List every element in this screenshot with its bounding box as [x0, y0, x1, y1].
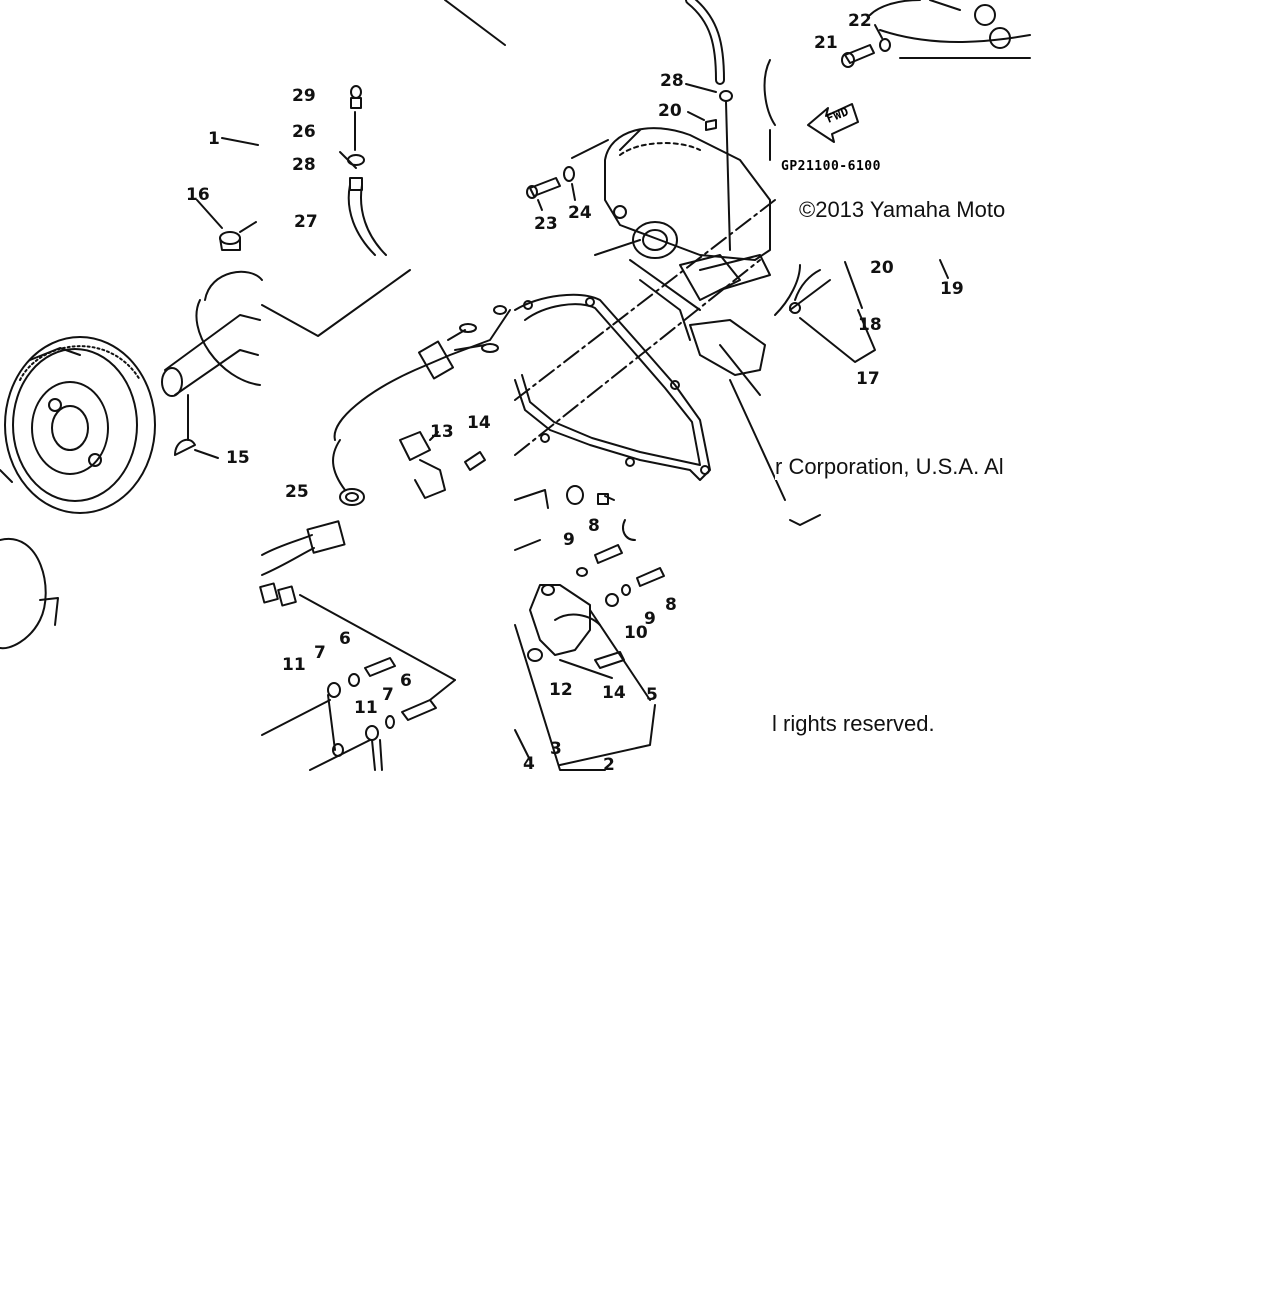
- callout-label: 24: [568, 203, 592, 223]
- callout-label: 29: [292, 86, 316, 106]
- callout-label: 22: [848, 11, 872, 31]
- callout-label: 28: [660, 71, 684, 91]
- callout-label: 15: [226, 448, 250, 468]
- callout-label: 25: [285, 482, 309, 502]
- callout-label: 19: [940, 279, 964, 299]
- callout-label: 6: [339, 629, 351, 649]
- callout-label: 20: [870, 258, 894, 278]
- callout-label: 8: [588, 516, 600, 536]
- callout-label: 4: [523, 754, 535, 774]
- part-code-label: GP21100-6100: [781, 159, 881, 174]
- callout-label: 20: [658, 101, 682, 121]
- copyright-text-3: l rights reserved.: [772, 711, 935, 737]
- callout-label: 14: [602, 683, 626, 703]
- callout-label: 23: [534, 214, 558, 234]
- callout-label: 3: [550, 739, 562, 759]
- callout-label: 9: [563, 530, 575, 550]
- callout-label: 18: [858, 315, 882, 335]
- callout-label: 9: [644, 609, 656, 629]
- callout-label: 11: [354, 698, 378, 718]
- callout-label: 21: [814, 33, 838, 53]
- callout-label: 1: [208, 129, 220, 149]
- callout-label: 28: [292, 155, 316, 175]
- callout-label: 16: [186, 185, 210, 205]
- copyright-text-2: r Corporation, U.S.A. Al: [775, 454, 1004, 480]
- callout-label: 14: [467, 413, 491, 433]
- callout-label: 8: [665, 595, 677, 615]
- callout-label: 7: [382, 685, 394, 705]
- callout-label: 7: [314, 643, 326, 663]
- callout-label: 13: [430, 422, 454, 442]
- callout-label: 6: [400, 671, 412, 691]
- flywheel-rotor: [0, 336, 156, 650]
- callout-label: 17: [856, 369, 880, 389]
- callout-label: 5: [646, 685, 658, 705]
- callout-label: 26: [292, 122, 316, 142]
- callout-label: 2: [603, 755, 615, 775]
- callout-label: 11: [282, 655, 306, 675]
- callout-label: 27: [294, 212, 318, 232]
- copyright-text-1: ©2013 Yamaha Moto: [799, 197, 1006, 223]
- callout-label: 10: [624, 623, 648, 643]
- callout-label: 12: [549, 680, 573, 700]
